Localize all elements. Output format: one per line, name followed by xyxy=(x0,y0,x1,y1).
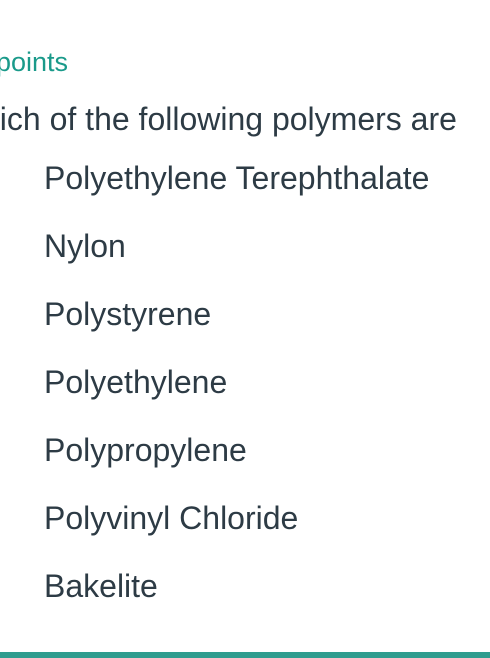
answer-option-polystyrene[interactable]: Polystyrene xyxy=(44,292,429,360)
answer-option-label: Bakelite xyxy=(44,568,158,604)
answer-option-label: Nylon xyxy=(44,228,126,264)
question-prompt: hich of the following polymers are xyxy=(0,101,457,137)
answer-option-label: Polyethylene xyxy=(44,364,228,400)
answer-option-bakelite[interactable]: Bakelite xyxy=(44,564,429,632)
answer-option-polyvinyl-chloride[interactable]: Polyvinyl Chloride xyxy=(44,496,429,564)
answer-option-label: Polyethylene Terephthalate xyxy=(44,160,430,196)
answer-option-label: Polystyrene xyxy=(44,296,212,332)
answer-option-polyethylene[interactable]: Polyethylene xyxy=(44,360,429,428)
bottom-divider xyxy=(0,652,490,658)
answer-option-label: Polyvinyl Chloride xyxy=(44,500,299,536)
answer-options-list: Polyethylene Terephthalate Nylon Polysty… xyxy=(44,156,429,632)
answer-option-polypropylene[interactable]: Polypropylene xyxy=(44,428,429,496)
answer-option-polyethylene-terephthalate[interactable]: Polyethylene Terephthalate xyxy=(44,156,429,224)
points-label: points xyxy=(0,47,69,77)
answer-option-label: Polypropylene xyxy=(44,432,247,468)
answer-option-nylon[interactable]: Nylon xyxy=(44,224,429,292)
